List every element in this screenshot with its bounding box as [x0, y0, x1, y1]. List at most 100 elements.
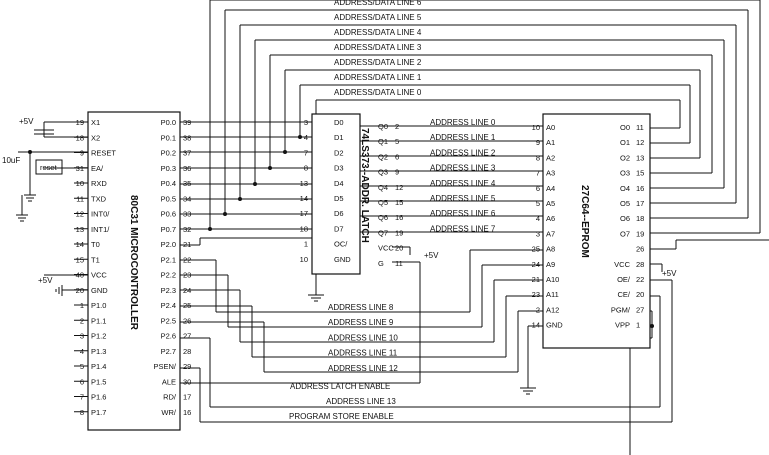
cap-label: 10uF: [2, 156, 20, 165]
latch-pin-name: D5: [334, 194, 344, 203]
mcu-pin-number: 34: [183, 194, 191, 203]
latch-pin-name: Q4: [378, 183, 388, 192]
latch-pin-number: 9: [395, 168, 399, 177]
latch-pin-number: 4: [304, 133, 308, 142]
mcu-pin-name: P0.4: [161, 179, 176, 188]
latch-pin-number: 20: [395, 244, 403, 253]
address-line-label: ADDRESS LINE 9: [328, 318, 394, 327]
address-line-label: ADDRESS LINE 7: [430, 224, 496, 233]
mcu-pin-number: 33: [183, 210, 191, 219]
address-line-label: ADDRESS LINE 0: [430, 118, 496, 127]
mcu-pin-name: WR/: [161, 408, 176, 417]
mcu-body: [87, 111, 181, 431]
mcu-pin-number: 38: [183, 133, 191, 142]
eprom-pin-number: 12: [636, 138, 644, 147]
mcu-pin-number: 36: [183, 164, 191, 173]
latch-pin-name: GND: [334, 255, 351, 264]
latch-name: 74LS373--ADDR. LATCH: [359, 128, 370, 243]
mcu-pin-name: P0.2: [161, 149, 176, 158]
latch-pin-number: 6: [395, 152, 399, 161]
latch-pin-number: 19: [395, 228, 403, 237]
mcu-pin-name: TXD: [91, 194, 107, 203]
latch-pin-name: Q6: [378, 213, 388, 222]
mcu-pin-name: P0.3: [161, 164, 176, 173]
mcu-pin-name: P2.6: [161, 332, 176, 341]
mcu-pin-name: PSEN/: [153, 362, 176, 371]
eprom-pin-number: 19: [636, 229, 644, 238]
mcu-vcc-label: +5V: [19, 117, 34, 126]
latch-pin-number: 3: [304, 118, 308, 127]
eprom-pin-number: 10: [532, 123, 540, 132]
eprom-pin-name: O7: [620, 229, 630, 238]
eprom-pin-number: 28: [636, 260, 644, 269]
eprom-pin-number: 23: [532, 290, 540, 299]
eprom-pin-name: CE/: [617, 290, 630, 299]
latch-pin-number: 2: [395, 122, 399, 131]
latch-pin-name: Q7: [378, 228, 388, 237]
eprom-pin-name: O4: [620, 184, 630, 193]
eprom-pin-name: O5: [620, 199, 630, 208]
mcu-pin-name: EA/: [91, 164, 104, 173]
latch-pin-name: D2: [334, 148, 344, 157]
latch-pin-number: 16: [395, 213, 403, 222]
address-line-label: ADDRESS LINE 12: [328, 364, 398, 373]
eprom-pin-number: 1: [636, 321, 640, 330]
eprom-pin-number: 24: [532, 260, 540, 269]
eprom-pin-name: O2: [620, 153, 630, 162]
eprom-pin-name: A2: [546, 153, 555, 162]
mcu-pin-number: 25: [183, 301, 191, 310]
mcu-pin-number: 28: [183, 347, 191, 356]
data-line-label: ADDRESS/DATA LINE 2: [334, 58, 422, 67]
mcu-pin-name: P2.0: [161, 240, 176, 249]
latch-pin-number: 5: [395, 137, 399, 146]
data-line-label: ADDRESS/DATA LINE 4: [334, 28, 422, 37]
eprom-pin-number: 8: [536, 153, 540, 162]
mcu-pin-name: P0.5: [161, 194, 176, 203]
eprom-pin-number: 27: [636, 305, 644, 314]
eprom-pin-name: A10: [546, 275, 559, 284]
latch-pin-name: Q1: [378, 137, 388, 146]
mcu-pin-name: RXD: [91, 179, 107, 188]
mcu-pin-name: RD/: [163, 393, 177, 402]
mcu-pin-name: INT1/: [91, 225, 110, 234]
mcu-pin-name: X1: [91, 118, 100, 127]
eprom-pin-name: VCC: [614, 260, 630, 269]
address-line-label: ADDRESS LINE 11: [328, 349, 398, 358]
eprom-pin-number: 16: [636, 184, 644, 193]
mcu-pin-name: P1.4: [91, 362, 106, 371]
mcu-pin-name: INT0/: [91, 210, 110, 219]
latch-pin-number: 11: [395, 259, 403, 268]
address-line-label: ADDRESS LINE 3: [430, 164, 496, 173]
eprom-pin-name: O6: [620, 214, 630, 223]
eprom-pin-number: 13: [636, 153, 644, 162]
eprom-pin-number: 14: [532, 321, 540, 330]
mcu-pin-number: 30: [183, 377, 191, 386]
latch-pin-name: VCC: [378, 244, 394, 253]
eprom-vcc-label: +5V: [662, 269, 677, 278]
mcu-pin-number: 32: [183, 225, 191, 234]
address-line-label: ADDRESS LINE 4: [430, 179, 496, 188]
wires: [16, 0, 769, 455]
address-line-label: ADDRESS LINE 8: [328, 303, 394, 312]
address-line-label: ADDRESS LINE 10: [328, 333, 398, 342]
mcu-pin-name: ALE: [162, 377, 176, 386]
addr13-label: ADDRESS LINE 13: [326, 397, 396, 406]
data-line-label: ADDRESS/DATA LINE 1: [334, 73, 422, 82]
eprom-pin-number: 2: [536, 305, 540, 314]
data-line-label: ADDRESS/DATA LINE 0: [334, 88, 422, 97]
mcu-pin-number: 23: [183, 271, 191, 280]
mcu-pin-number: 39: [183, 118, 191, 127]
eprom-pin-name: A12: [546, 305, 559, 314]
eprom-pin-name: A6: [546, 214, 555, 223]
psen-label: PROGRAM STORE ENABLE: [289, 412, 394, 421]
latch-pin-number: 15: [395, 198, 403, 207]
mcu-supply-label: +5V: [38, 276, 53, 285]
latch-pin-number: 14: [300, 194, 308, 203]
latch-pin-name: D6: [334, 209, 344, 218]
address-line-label: ADDRESS LINE 6: [430, 209, 496, 218]
data-line-label: ADDRESS/DATA LINE 5: [334, 13, 422, 22]
eprom-pin-name: O1: [620, 138, 630, 147]
reset-switch-label: reset: [40, 163, 58, 172]
